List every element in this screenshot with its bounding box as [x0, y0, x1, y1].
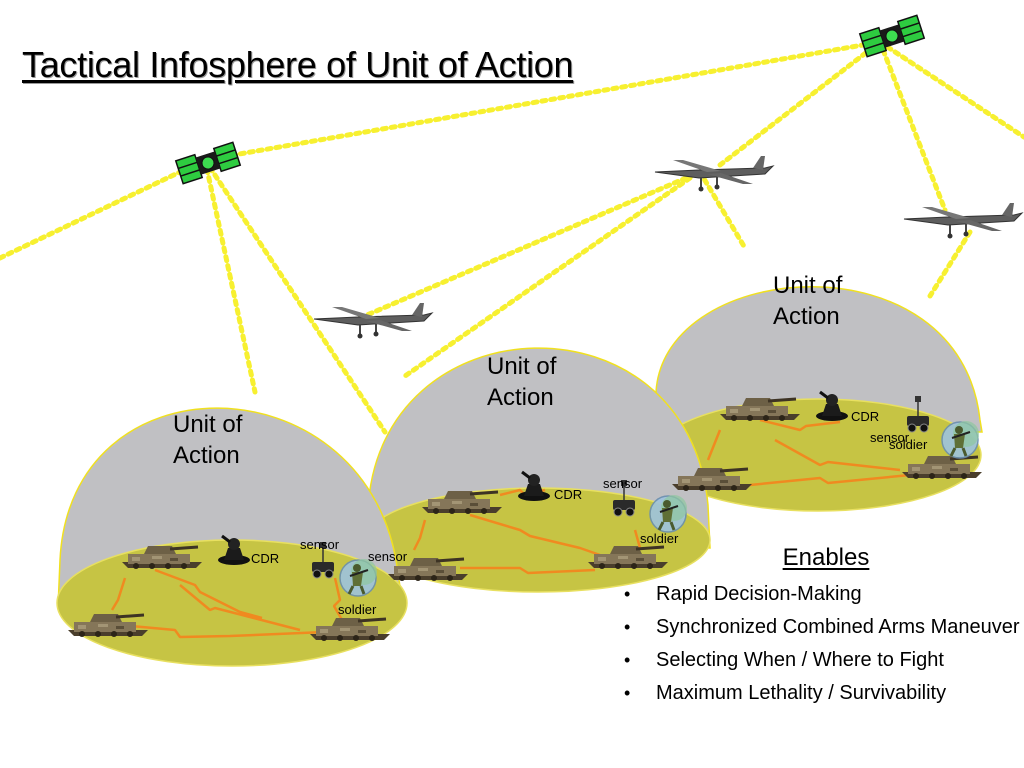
list-item: Rapid Decision-Making	[620, 582, 1020, 607]
enables-panel: Enables Rapid Decision-Making Synchroniz…	[620, 544, 1020, 714]
cdr-label: CDR	[251, 551, 279, 566]
sensor-label: sensor	[368, 549, 408, 564]
unit-label-line2: Action	[487, 384, 554, 411]
sensor-label: sensor	[870, 430, 910, 445]
uav-icon	[313, 302, 433, 340]
unit-label-line2: Action	[773, 303, 840, 330]
enables-list: Rapid Decision-Making Synchronized Combi…	[620, 582, 1020, 706]
soldier-label: soldier	[889, 437, 928, 452]
unit-label-line1: Unit of	[173, 411, 243, 438]
cdr-label: CDR	[554, 487, 582, 502]
cdr-label: CDR	[851, 409, 879, 424]
uav-icon	[654, 155, 774, 193]
list-item: Maximum Lethality / Survivability	[620, 681, 1020, 706]
soldier-label: soldier	[338, 602, 377, 617]
uav-icon	[903, 202, 1023, 240]
soldier-label: soldier	[640, 531, 679, 546]
sensor-label: sensor	[300, 537, 340, 552]
sensor-label: sensor	[603, 476, 643, 491]
unit-label-line2: Action	[173, 442, 240, 469]
enables-heading: Enables	[782, 544, 870, 571]
datalink-lines	[0, 39, 1024, 435]
slide-title: Tactical Infosphere of Unit of Action	[22, 44, 574, 85]
soldier-icon	[338, 557, 379, 598]
list-item: Synchronized Combined Arms Maneuver	[620, 615, 1020, 640]
unit-label-line1: Unit of	[773, 272, 843, 299]
list-item: Selecting When / Where to Fight	[620, 648, 1020, 673]
soldier-icon	[940, 419, 981, 460]
unit-label-line1: Unit of	[487, 353, 557, 380]
soldier-icon	[648, 493, 689, 534]
